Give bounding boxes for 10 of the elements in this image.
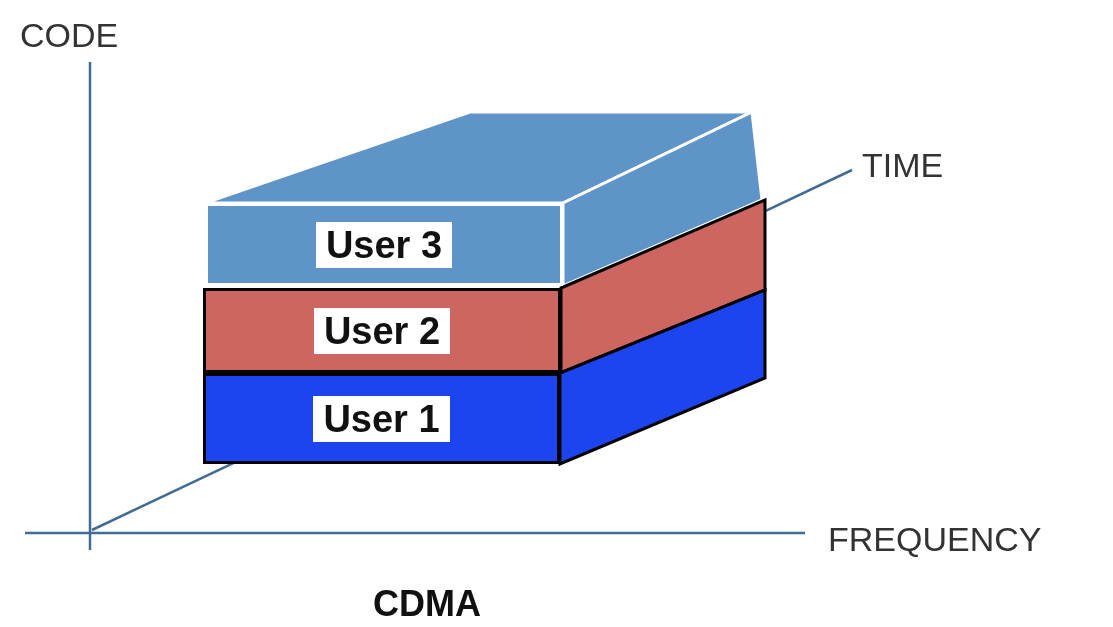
- caption: CDMA: [373, 583, 481, 625]
- user-label: User 2: [313, 307, 451, 354]
- axis-label: CODE: [20, 16, 119, 55]
- user-label: User 1: [313, 395, 450, 442]
- axis-label: TIME: [862, 146, 944, 185]
- slab-front-face: [203, 288, 561, 373]
- slab-front-face: [205, 203, 563, 286]
- user-label: User 3: [315, 221, 453, 268]
- axis-label: FREQUENCY: [828, 520, 1042, 559]
- slab-front-face: [203, 373, 560, 464]
